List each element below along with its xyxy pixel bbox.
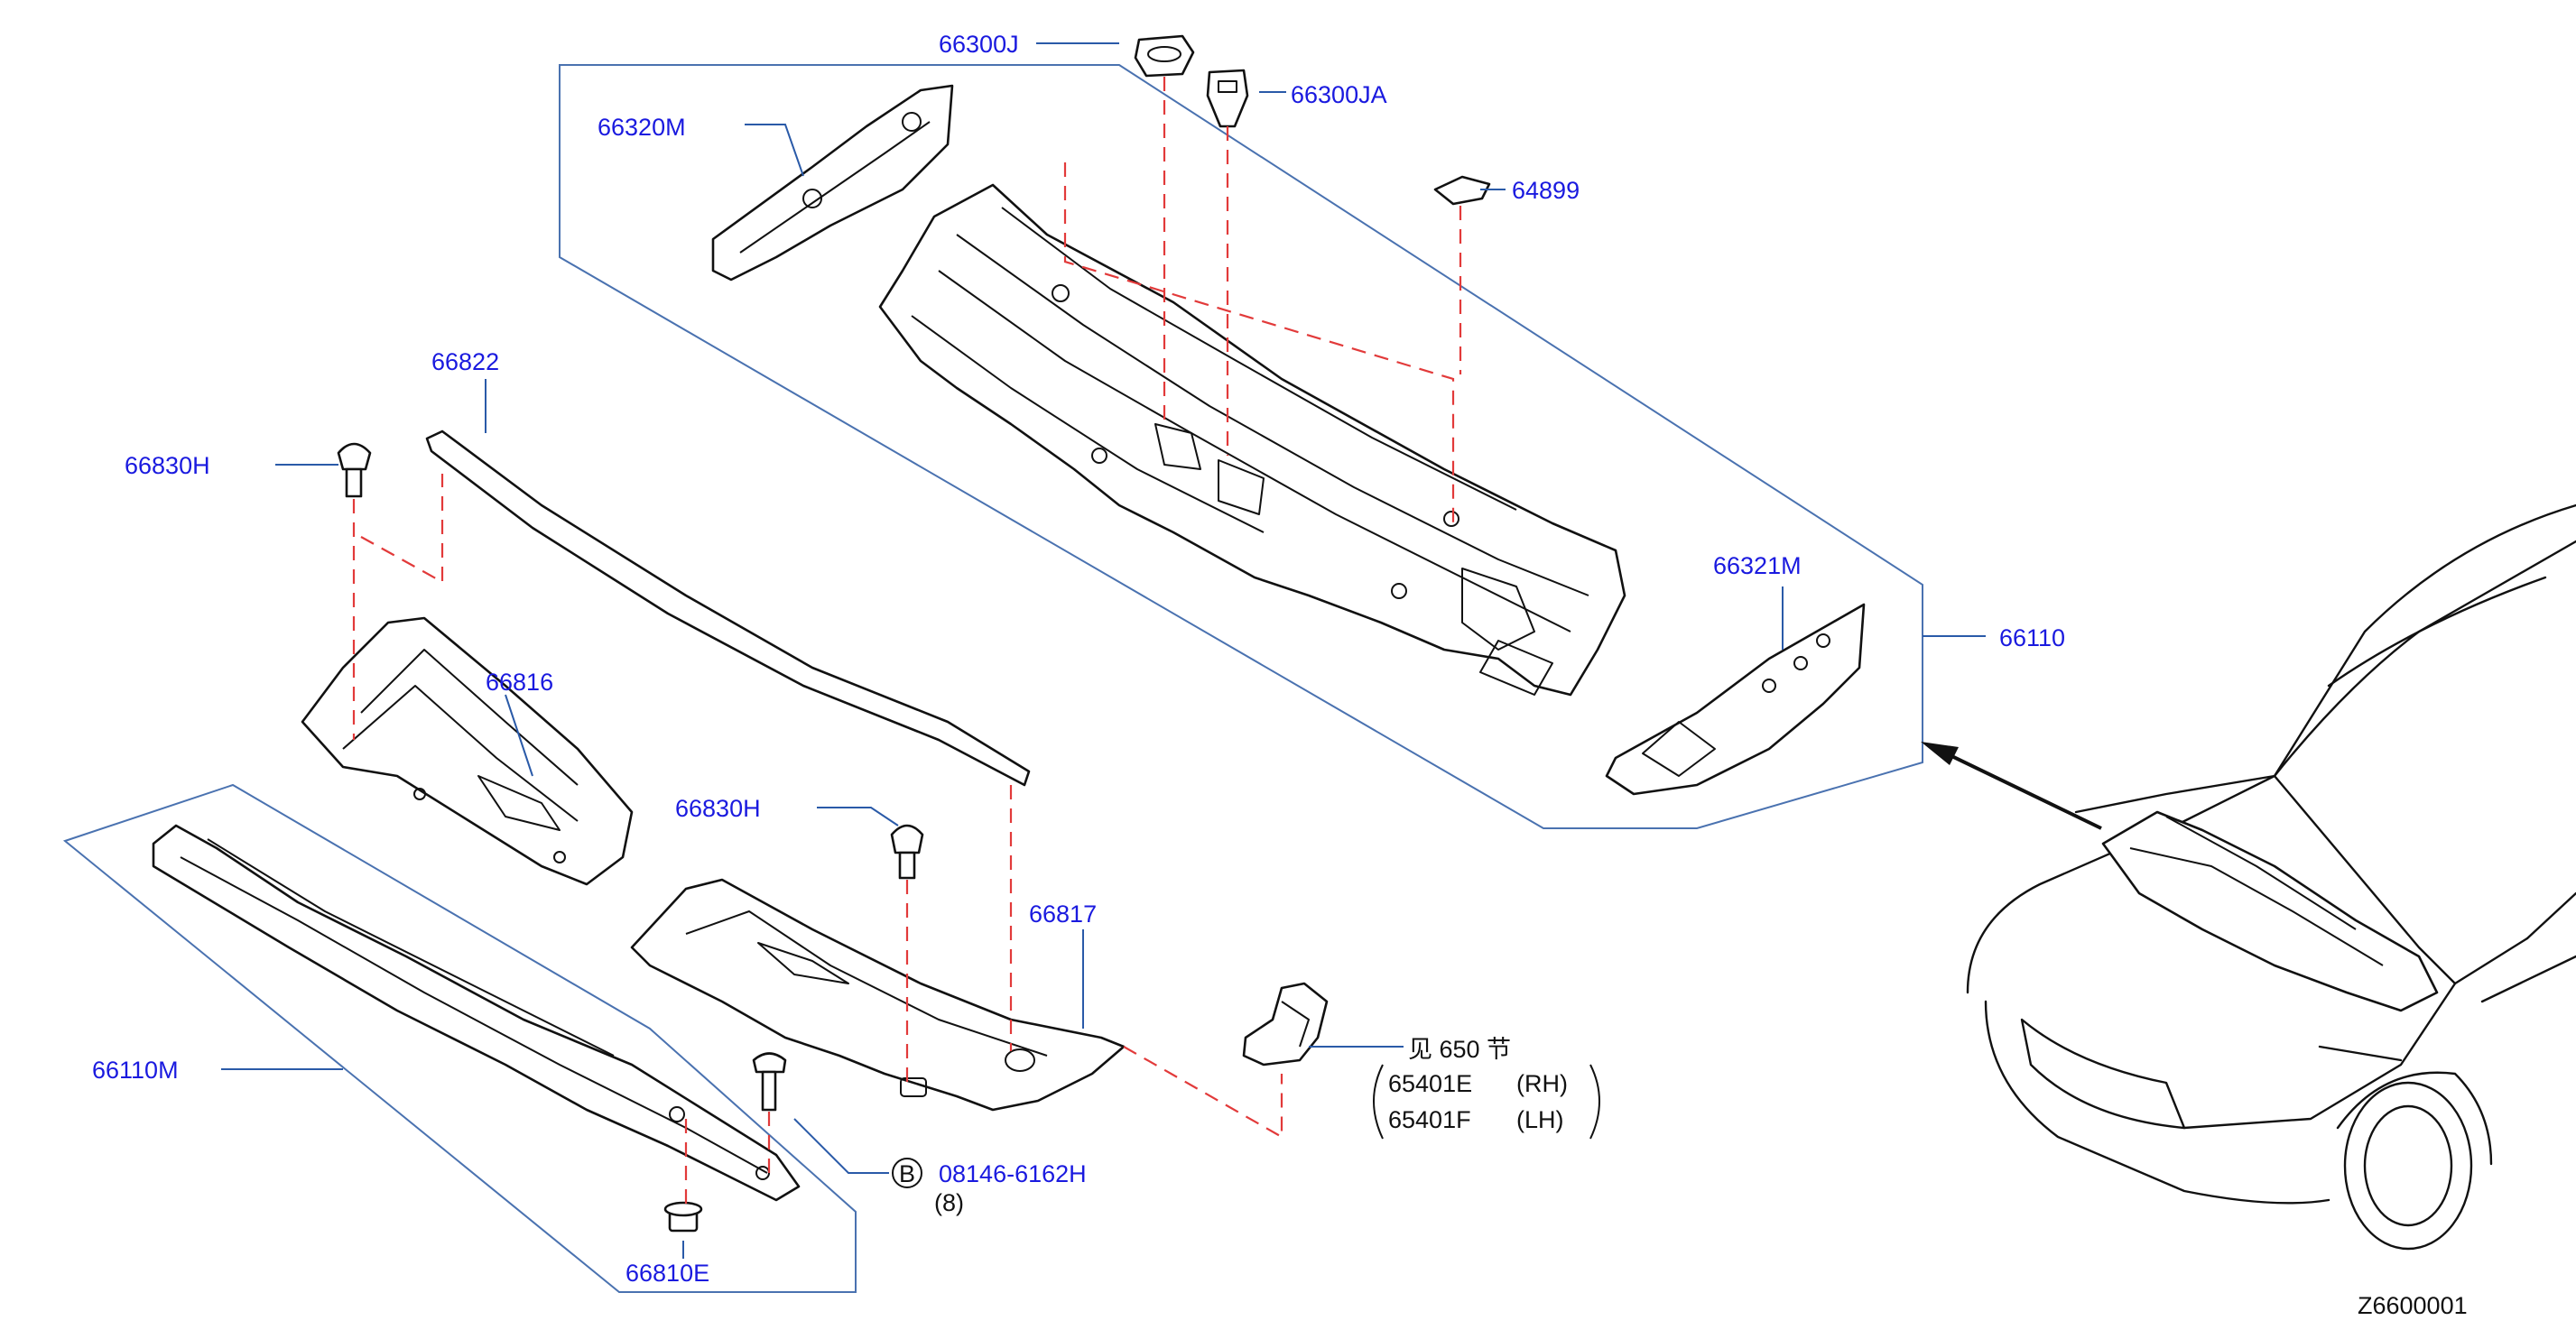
label-66300j: 66300J: [939, 31, 1019, 58]
label-64899: 64899: [1512, 177, 1580, 204]
side-bracket-66320m: [711, 84, 954, 282]
bolt-08146-6162h: [752, 1052, 787, 1112]
label-66810e: 66810E: [625, 1260, 709, 1287]
reference-bracket-right: [1589, 1064, 1600, 1140]
label-66822: 66822: [431, 348, 499, 375]
label-66321m: 66321M: [1713, 552, 1802, 579]
label-ref-lh-side: (LH): [1516, 1106, 1564, 1133]
dashed-installation-lines: [352, 77, 1462, 1205]
cowl-top-main-panel: [878, 183, 1626, 697]
label-bolt-quantity: (8): [934, 1189, 964, 1216]
locator-arrow: [1921, 742, 2102, 830]
bracket-65401: [1242, 982, 1329, 1067]
side-bracket-66321m: [1605, 603, 1866, 796]
bolt-marker-circle: [892, 1158, 922, 1188]
clip-66300ja: [1206, 69, 1249, 128]
label-see-section: 见 650 节: [1408, 1036, 1511, 1063]
cowl-top-cover-66816: [301, 616, 634, 886]
reference-bracket-left: [1373, 1064, 1384, 1140]
label-66300ja: 66300JA: [1291, 81, 1387, 108]
grommet-66300j: [1134, 34, 1195, 78]
nut-66810e: [663, 1201, 703, 1233]
label-66830h-upper: 66830H: [125, 452, 210, 479]
seal-strip-66822: [425, 429, 1031, 787]
label-ref-rh-part: 65401E: [1388, 1070, 1472, 1097]
label-66320m: 66320M: [598, 114, 686, 141]
bolt-marker-letter: B: [899, 1160, 915, 1187]
assembly-66110-outline: [559, 64, 1923, 829]
clip-66830h-lower: [890, 824, 924, 880]
label-ref-lh-part: 65401F: [1388, 1106, 1471, 1133]
label-bolt-code: 08146-6162H: [939, 1160, 1087, 1187]
cowl-top-cover-66817: [630, 878, 1126, 1112]
plug-64899: [1433, 175, 1491, 206]
vehicle-locator-illustration: [1966, 503, 2576, 1251]
label-66817: 66817: [1029, 900, 1097, 928]
leader-lines: [221, 42, 1986, 1259]
clip-66830h-upper: [337, 442, 372, 498]
cowl-panel-66110m: [152, 824, 801, 1202]
label-66110: 66110: [1999, 624, 2065, 651]
label-66816: 66816: [486, 669, 553, 696]
figure-id: Z6600001: [2358, 1292, 2468, 1319]
assembly-66110m-outline: [62, 783, 857, 1293]
label-66830h-lower: 66830H: [675, 795, 761, 822]
label-ref-rh-side: (RH): [1516, 1070, 1568, 1097]
label-66110m: 66110M: [92, 1057, 179, 1084]
